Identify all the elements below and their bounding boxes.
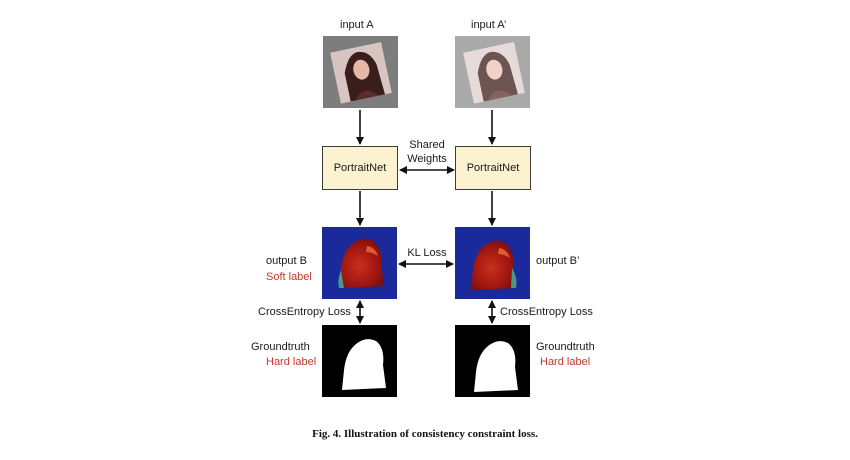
portraitnet-label-left: PortraitNet: [333, 162, 387, 174]
hard-label-text-left: Hard label: [266, 356, 317, 368]
figure-caption: Fig. 4. Illustration of consistency cons…: [312, 428, 538, 440]
hard-label-text-right: Hard label: [540, 356, 591, 368]
portraitnet-box-left: PortraitNet: [322, 146, 398, 190]
groundtruth-mask-right: [455, 325, 530, 397]
groundtruth-label-left: Groundtruth: [251, 341, 310, 353]
shared-weights-line2: Weights: [407, 153, 447, 165]
groundtruth-label-right: Groundtruth: [536, 341, 595, 353]
shared-weights-line1: Shared: [409, 139, 445, 151]
input-a-image: [323, 36, 398, 108]
output-b-heatmap: [322, 227, 397, 299]
kl-loss-label: KL Loss: [407, 247, 447, 259]
input-a-prime-image: [455, 36, 530, 108]
ce-loss-label-left: CrossEntropy Loss: [258, 306, 351, 318]
output-b-prime-heatmap: [455, 227, 530, 299]
shared-weights-label: Shared Weights: [398, 138, 456, 166]
input-a-prime-label: input A’: [471, 19, 507, 31]
portraitnet-box-right: PortraitNet: [455, 146, 531, 190]
groundtruth-mask-left: [322, 325, 397, 397]
portraitnet-label-right: PortraitNet: [466, 162, 520, 174]
output-b-label: output B: [266, 255, 307, 267]
input-a-label: input A: [340, 19, 374, 31]
soft-label-text: Soft label: [266, 271, 312, 283]
ce-loss-label-right: CrossEntropy Loss: [500, 306, 593, 318]
output-b-prime-label: output B’: [536, 255, 580, 267]
